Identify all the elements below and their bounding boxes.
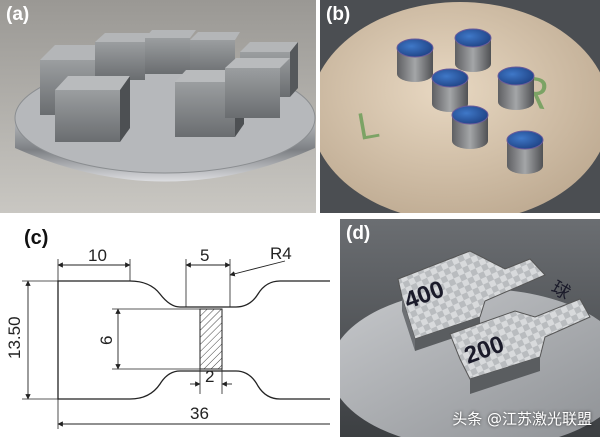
panel-a-photo: (a): [0, 0, 316, 213]
panel-label-b: (b): [326, 4, 351, 25]
dogbone-sample: [449, 298, 591, 394]
dim-left-length: 10: [88, 246, 107, 265]
cube-samples-photo: [0, 0, 316, 213]
cube-sample: [95, 33, 152, 80]
dim-gauge-length: 5: [200, 246, 209, 265]
panel-label-d: (d): [346, 223, 371, 244]
panel-b-photo: L R (b): [320, 0, 600, 213]
dim-thickness: 2: [205, 367, 214, 386]
cylinder-sample: [497, 66, 535, 110]
watermark-text: 头条 @江苏激光联盟: [452, 410, 592, 428]
cylinder-sample: [506, 130, 544, 174]
panel-label-a: (a): [6, 4, 30, 25]
cylinder-sample: [431, 68, 469, 112]
panel-c-drawing: 10 5 R4 13.50 6 2 36 (c): [0, 219, 330, 437]
cylinder-samples-photo: L R: [320, 0, 600, 213]
gauge-section-hatch: [199, 308, 223, 370]
cube-sample: [225, 58, 290, 118]
cylinder-sample: [454, 28, 492, 72]
specimen-dimension-drawing: 10 5 R4 13.50 6 2 36: [5, 244, 330, 429]
dim-gauge-width: 6: [97, 336, 116, 345]
cylinder-sample: [451, 105, 489, 149]
dim-radius: R4: [270, 244, 292, 263]
dim-total-length: 36: [190, 404, 209, 423]
cube-sample: [145, 30, 196, 74]
cube-sample: [55, 76, 130, 142]
dim-total-height: 13.50: [5, 316, 24, 359]
dogbone-samples-photo: 400 200 球: [340, 219, 600, 437]
dogbone-sample: [397, 250, 546, 351]
cylinder-sample: [396, 38, 434, 82]
specimen-outline: [57, 280, 330, 400]
panel-d-photo: 400 200 球 (d): [340, 219, 600, 437]
panel-label-c: (c): [24, 227, 49, 249]
